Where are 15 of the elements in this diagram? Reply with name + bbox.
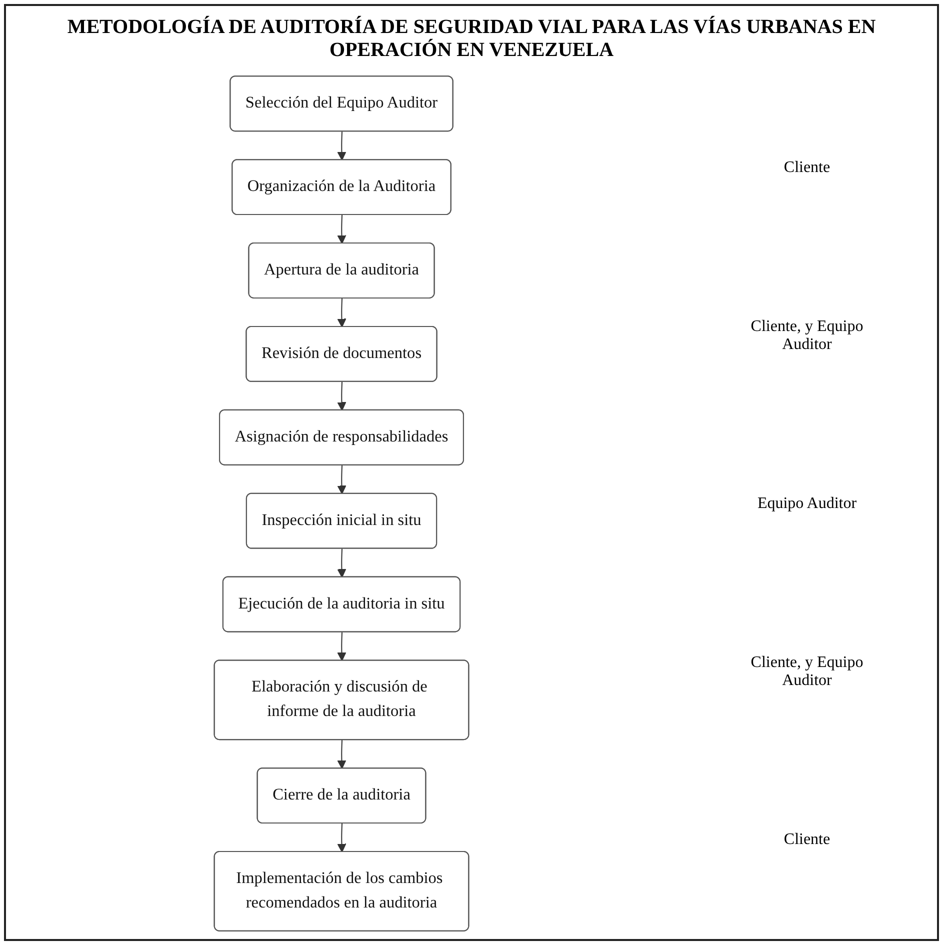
arrow xyxy=(337,740,346,769)
arrow xyxy=(337,824,346,852)
role-note: Cliente, y Equipo Auditor xyxy=(750,654,864,690)
role-note: Cliente xyxy=(784,158,830,176)
diagram-title: METODOLOGÍA DE AUDITORÍA DE SEGURIDAD VIAL PARA LAS VÍAS URBANAS EN OPERACIÓN EN VENEZUELA xyxy=(66,16,877,62)
arrow xyxy=(337,215,346,244)
role-note: Equipo Auditor xyxy=(757,494,857,512)
arrow xyxy=(337,382,346,411)
arrow xyxy=(337,632,346,662)
arrow xyxy=(337,298,346,328)
arrow xyxy=(337,465,346,494)
arrow xyxy=(337,548,346,578)
role-note: Cliente xyxy=(784,830,830,848)
role-note: Cliente, y Equipo Auditor xyxy=(750,318,864,354)
arrow xyxy=(337,132,346,160)
